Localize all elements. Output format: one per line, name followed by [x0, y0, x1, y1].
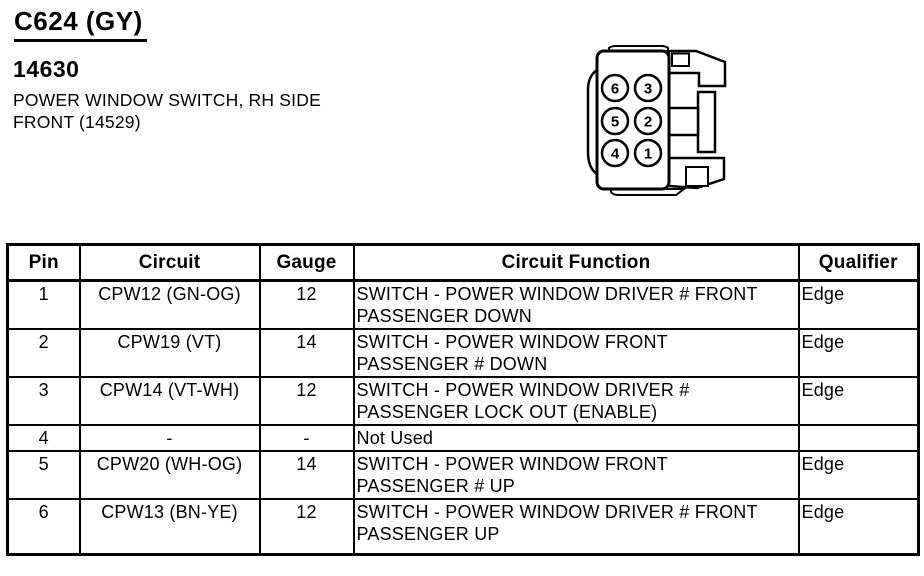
function-cell: Not Used — [352, 424, 800, 452]
function-cell: SWITCH - POWER WINDOW DRIVER # FRONT PAS… — [352, 498, 800, 555]
gauge-cell: 12 — [258, 498, 355, 555]
pin-number: 4 — [611, 146, 620, 163]
circuit-cell: CPW14 (VT-WH) — [78, 376, 261, 426]
function-cell: SWITCH - POWER WINDOW DRIVER # PASSENGER… — [352, 376, 800, 426]
column-header-pin: Pin — [6, 243, 81, 282]
qualifier-cell: Edge — [797, 279, 920, 330]
pin-cavity-2: 2 — [633, 106, 663, 136]
qualifier-cell: Edge — [797, 450, 920, 500]
connector-id-title: C624 (GY) — [14, 6, 147, 42]
pin-cell: 4 — [6, 424, 81, 452]
pin-cavity-4: 4 — [600, 138, 630, 168]
pin-number: 1 — [644, 146, 652, 163]
qualifier-cell: Edge — [797, 328, 920, 378]
column-header-qualifier: Qualifier — [797, 243, 920, 282]
column-header-circuit-function: Circuit Function — [352, 243, 800, 282]
circuit-cell: - — [78, 424, 261, 452]
qualifier-cell: Edge — [797, 498, 920, 555]
gauge-cell: 14 — [258, 450, 355, 500]
circuit-cell: CPW13 (BN-YE) — [78, 498, 261, 555]
connector-mid-latch-plate — [696, 90, 717, 154]
function-cell: SWITCH - POWER WINDOW FRONT PASSENGER # … — [352, 450, 800, 500]
gauge-cell: 14 — [258, 328, 355, 378]
table-row: 4 - - Not Used — [6, 424, 920, 452]
circuit-cell: CPW12 (GN-OG) — [78, 279, 261, 330]
gauge-cell: 12 — [258, 376, 355, 426]
pin-cell: 5 — [6, 450, 81, 500]
part-description: POWER WINDOW SWITCH, RH SIDE FRONT (1452… — [13, 90, 321, 132]
pin-cell: 6 — [6, 498, 81, 555]
table-row: 2 CPW19 (VT) 14 SWITCH - POWER WINDOW FR… — [6, 328, 920, 378]
pin-cell: 1 — [6, 279, 81, 330]
connector-bottom-latch-notch — [685, 166, 709, 187]
table-row: 5 CPW20 (WH-OG) 14 SWITCH - POWER WINDOW… — [6, 450, 920, 500]
connector-top-latch-notch — [671, 52, 690, 67]
pin-number: 5 — [611, 114, 619, 131]
pin-cavity-5: 5 — [600, 106, 630, 136]
pin-cavity-6: 6 — [600, 73, 630, 103]
pinout-table: Pin Circuit Gauge Circuit Function Quali… — [6, 243, 920, 556]
connector-diagram: 6 3 5 2 4 — [563, 28, 743, 208]
gauge-cell: - — [258, 424, 355, 452]
column-header-gauge: Gauge — [258, 243, 355, 282]
connector-left-flange — [586, 67, 599, 177]
pin-cell: 3 — [6, 376, 81, 426]
pin-cell: 2 — [6, 328, 81, 378]
qualifier-cell — [797, 424, 920, 452]
connector-drawing: 6 3 5 2 4 — [586, 45, 727, 196]
table-row: 6 CPW13 (BN-YE) 12 SWITCH - POWER WINDOW… — [6, 498, 920, 555]
pin-cavity-1: 1 — [633, 138, 663, 168]
pin-number: 2 — [644, 114, 652, 131]
pin-number: 3 — [644, 81, 652, 98]
circuit-cell: CPW19 (VT) — [78, 328, 261, 378]
pin-cavity-3: 3 — [633, 73, 663, 103]
table-header-row: Pin Circuit Gauge Circuit Function Quali… — [6, 243, 920, 282]
function-cell: SWITCH - POWER WINDOW DRIVER # FRONT PAS… — [352, 279, 800, 330]
function-cell: SWITCH - POWER WINDOW FRONT PASSENGER # … — [352, 328, 800, 378]
column-header-circuit: Circuit — [78, 243, 261, 282]
gauge-cell: 12 — [258, 279, 355, 330]
qualifier-cell: Edge — [797, 376, 920, 426]
circuit-cell: CPW20 (WH-OG) — [78, 450, 261, 500]
table-row: 3 CPW14 (VT-WH) 12 SWITCH - POWER WINDOW… — [6, 376, 920, 426]
table-row: 1 CPW12 (GN-OG) 12 SWITCH - POWER WINDOW… — [6, 279, 920, 330]
connector-mid-latch — [667, 106, 700, 137]
pin-number: 6 — [611, 81, 619, 98]
part-number: 14630 — [13, 56, 80, 82]
